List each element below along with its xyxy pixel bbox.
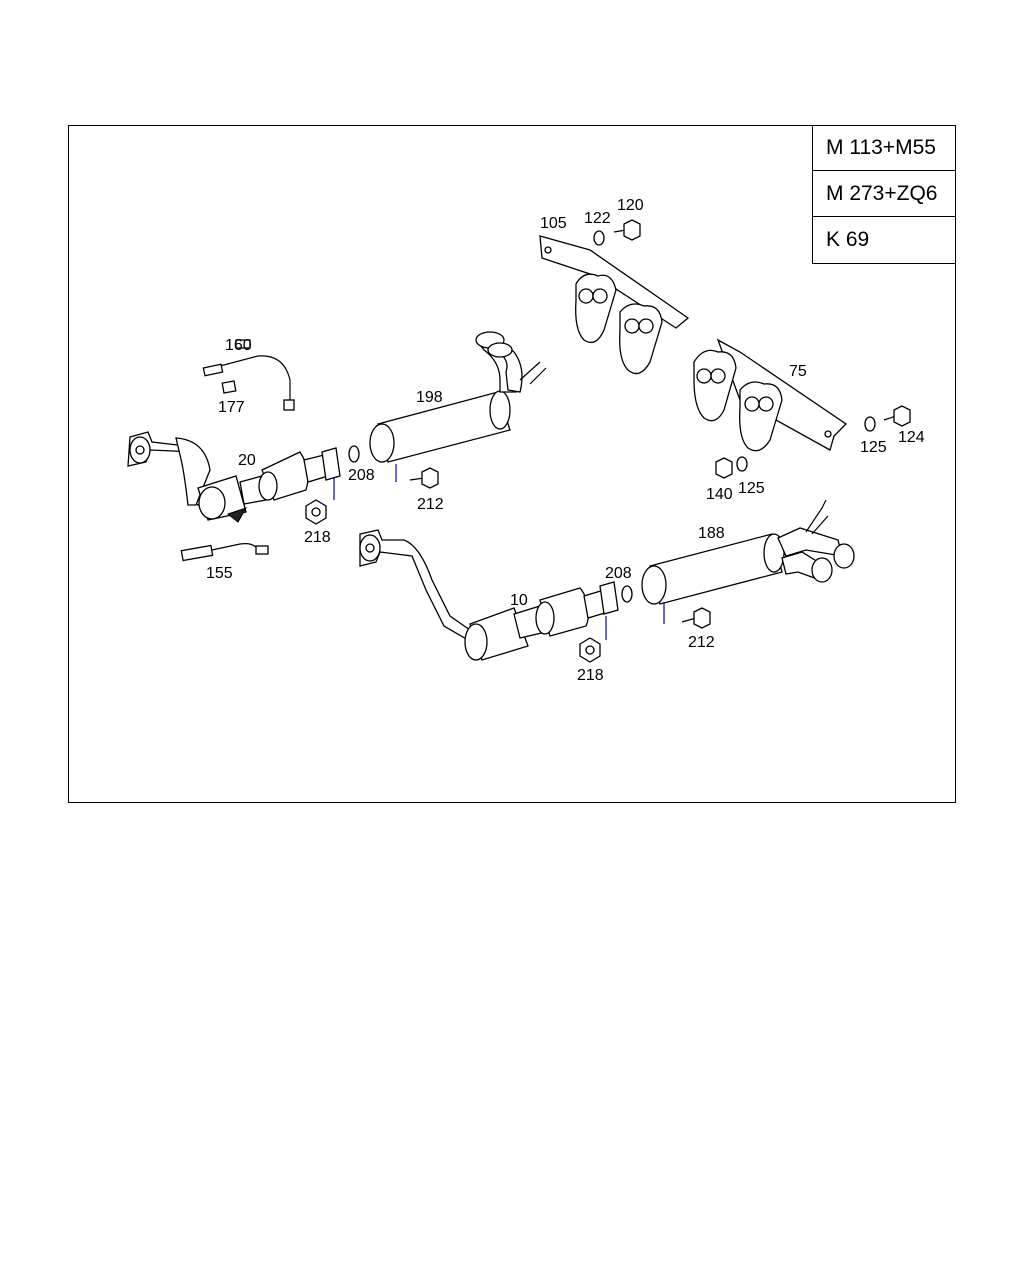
model-code-1: M 113+M55 <box>813 125 956 171</box>
washer-125-left[interactable] <box>736 456 748 472</box>
front-pipe-catalyst-20[interactable] <box>127 431 341 523</box>
bracket-75[interactable] <box>693 338 848 452</box>
washer-125-right[interactable] <box>864 416 876 432</box>
oxygen-sensor-155[interactable] <box>180 543 269 562</box>
label-188: 188 <box>698 525 725 542</box>
clip-177[interactable] <box>221 380 237 394</box>
label-122: 122 <box>584 210 611 227</box>
label-208-upper: 208 <box>348 467 375 484</box>
label-208-lower: 208 <box>605 565 632 582</box>
label-155: 155 <box>206 565 233 582</box>
model-code-3: K 69 <box>826 228 870 251</box>
bolt-212-lower[interactable] <box>681 607 711 629</box>
front-pipe-catalyst-10[interactable] <box>359 529 619 661</box>
label-198: 198 <box>416 389 443 406</box>
label-10: 10 <box>510 592 528 609</box>
washer-122[interactable] <box>593 230 605 246</box>
oxygen-sensor-160[interactable] <box>202 339 295 411</box>
label-212-upper: 212 <box>417 496 444 513</box>
label-120: 120 <box>617 197 644 214</box>
bolt-212-upper[interactable] <box>409 467 439 489</box>
nut-218-lower[interactable] <box>579 637 601 663</box>
gasket-208-lower[interactable] <box>621 585 633 603</box>
label-177: 177 <box>218 399 245 416</box>
label-218-upper: 218 <box>304 529 331 546</box>
model-code-table: M 113+M55 M 273+ZQ6 K 69 <box>812 125 956 264</box>
gasket-208-upper[interactable] <box>348 445 360 463</box>
muffler-188[interactable] <box>641 499 855 624</box>
label-20: 20 <box>238 452 256 469</box>
nut-218-upper[interactable] <box>305 499 327 525</box>
bracket-105[interactable] <box>539 235 690 375</box>
label-212-lower: 212 <box>688 634 715 651</box>
label-140: 140 <box>706 486 733 503</box>
label-218-lower: 218 <box>577 667 604 684</box>
label-75: 75 <box>789 363 807 380</box>
nut-140[interactable] <box>715 457 733 479</box>
model-code-2: M 273+ZQ6 <box>813 171 956 217</box>
label-124: 124 <box>898 429 925 446</box>
label-105: 105 <box>540 215 567 232</box>
label-160: 160 <box>225 337 252 354</box>
muffler-198[interactable] <box>369 331 547 482</box>
label-125-left: 125 <box>738 480 765 497</box>
bolt-120[interactable] <box>613 219 641 241</box>
label-125-right: 125 <box>860 439 887 456</box>
bolt-124[interactable] <box>883 405 911 427</box>
diagram-frame <box>68 125 956 803</box>
